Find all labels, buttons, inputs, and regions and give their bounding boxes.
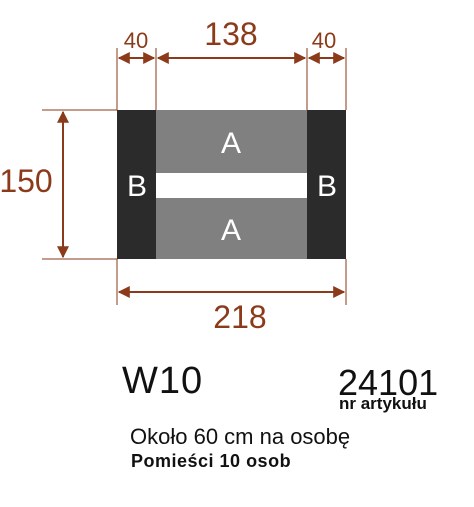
table-block-a-bottom xyxy=(156,198,307,259)
block-b-left-label: B xyxy=(127,170,147,203)
article-number-label: nr artykułu xyxy=(339,394,427,413)
table-block-a-top xyxy=(156,110,307,173)
table-block-b-left xyxy=(117,110,156,259)
spacing-note: Około 60 cm na osobę xyxy=(130,424,351,449)
block-b-right-label: B xyxy=(317,170,337,203)
article-number: 24101 xyxy=(338,362,439,403)
model-code: W10 xyxy=(122,360,204,402)
dim-total-width-label: 218 xyxy=(213,299,266,335)
dim-height-label: 150 xyxy=(0,163,53,199)
dim-right-width-label: 40 xyxy=(312,28,336,53)
table-layout-diagram: 40 138 40 150 218 A A B B xyxy=(0,16,347,335)
block-a-bottom-label: A xyxy=(221,214,241,247)
dim-center-width-label: 138 xyxy=(204,16,257,52)
block-a-top-label: A xyxy=(221,127,241,160)
capacity-note: Pomieści 10 osob xyxy=(131,451,292,471)
extension-lines xyxy=(42,48,347,305)
dim-left-width-label: 40 xyxy=(124,28,148,53)
table-block-b-right xyxy=(307,110,346,259)
